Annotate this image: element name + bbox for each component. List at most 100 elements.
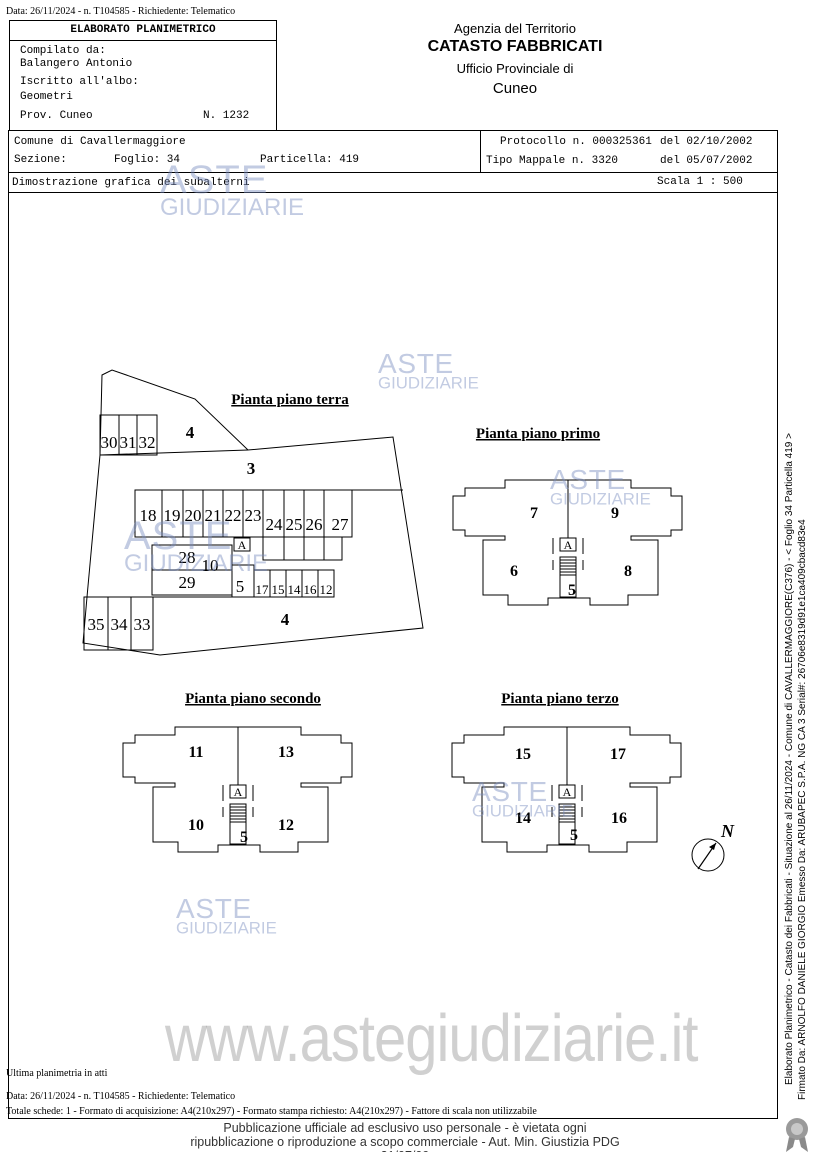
- plan-title-terzo: Pianta piano terzo: [501, 691, 619, 707]
- divider: [9, 40, 277, 41]
- unit-label: 15: [515, 746, 531, 763]
- watermark-text: ASTE: [550, 464, 626, 496]
- unit-label: 13: [278, 744, 294, 761]
- unit-label: 22: [225, 506, 242, 525]
- provincia: Prov. Cuneo: [20, 110, 93, 122]
- unit-label: 9: [611, 505, 619, 522]
- unit-label: 8: [624, 563, 632, 580]
- unit-label: 27: [332, 515, 350, 534]
- unit-label: 17: [610, 746, 626, 763]
- catasto-title: CATASTO FABBRICATI: [427, 38, 603, 55]
- protocollo-date: del 02/10/2002: [660, 136, 753, 148]
- dimostrazione-label: Dimostrazione grafica dei subalterni: [12, 177, 250, 189]
- watermark-text: GIUDIZIARIE: [124, 550, 269, 577]
- plan-title-terra: Pianta piano terra: [231, 392, 349, 408]
- unit-label: 23: [245, 506, 262, 525]
- unit-label: 12: [320, 582, 333, 597]
- compilato-value: Balangero Antonio: [20, 58, 133, 70]
- stair-label: 5: [570, 827, 578, 844]
- unit-label: 7: [530, 505, 538, 522]
- elaborato-title: ELABORATO PLANIMETRICO: [70, 24, 216, 36]
- unit-label: 11: [188, 744, 203, 761]
- unit-label: 31: [120, 433, 137, 452]
- north-arrow-icon: N: [691, 821, 735, 872]
- unit-label: 29: [179, 573, 196, 592]
- unit-label: 4: [186, 423, 195, 442]
- unit-label: 20: [185, 506, 202, 525]
- seal-icon: [786, 1118, 808, 1152]
- watermark-text: ASTE: [160, 158, 269, 202]
- divider: [480, 130, 481, 172]
- foglio: Foglio: 34: [114, 154, 181, 166]
- scale: Scala 1 : 500: [657, 176, 743, 188]
- watermark-text: ASTE: [472, 776, 548, 808]
- north-label: N: [720, 821, 735, 841]
- watermark-text: ASTE: [124, 514, 233, 558]
- notice-line: Pubblicazione ufficiale ad esclusivo uso…: [223, 1121, 587, 1135]
- unit-label: 3: [247, 459, 256, 478]
- albo-value: Geometri: [20, 91, 73, 103]
- side-info: Elaborato Planimetrico - Catasto dei Fab…: [784, 433, 795, 1085]
- main-frame: [8, 130, 778, 1119]
- watermark-url: www.astegiudiziarie.it: [165, 1001, 698, 1076]
- publication-notice: Pubblicazione ufficiale ad esclusivo uso…: [175, 1121, 635, 1152]
- watermark-text: GIUDIZIARIE: [176, 918, 277, 938]
- unit-label: 14: [515, 810, 531, 827]
- unit-label: 5: [236, 577, 245, 596]
- unit-label: 16: [304, 582, 318, 597]
- tipo-mappale-date: del 05/07/2002: [660, 155, 753, 167]
- unit-label: 24: [266, 515, 284, 534]
- unit-label: 33: [134, 615, 151, 634]
- footer-request-info: Data: 26/11/2024 - n. T104585 - Richiede…: [6, 1091, 236, 1102]
- watermark-text: ASTE: [378, 348, 454, 380]
- unit-label: 25: [286, 515, 303, 534]
- unit-label: 15: [272, 582, 285, 597]
- comune: Comune di Cavallermaggiore: [14, 136, 186, 148]
- footer-totale: Totale schede: 1 - Formato di acquisizio…: [6, 1106, 537, 1117]
- unit-label: 16: [611, 810, 627, 827]
- unit-label: 10: [202, 556, 219, 575]
- plan-title-primo: Pianta piano primo: [476, 426, 600, 442]
- unit-label: 12: [278, 817, 294, 834]
- second-floor-plan: Pianta piano secondo 11 13 10 12 5 A: [122, 691, 353, 853]
- unit-label: 17: [256, 582, 270, 597]
- protocollo: Protocollo n. 000325361: [500, 136, 652, 148]
- unit-label: 19: [164, 506, 181, 525]
- unit-label: 35: [88, 615, 105, 634]
- lift-label: A: [238, 538, 247, 552]
- first-floor-plan: Pianta piano primo 7 9 6 8 5 A: [452, 426, 683, 606]
- unit-label: 28: [179, 548, 196, 567]
- watermark-text: GIUDIZIARIE: [160, 194, 305, 221]
- albo-number: N. 1232: [203, 110, 250, 122]
- unit-label: 6: [510, 563, 518, 580]
- unit-label: 21: [205, 506, 222, 525]
- stair-label: 5: [568, 582, 576, 599]
- particella: Particella: 419: [260, 154, 360, 166]
- ufficio-label: Ufficio Provinciale di: [456, 61, 574, 76]
- watermark-text: GIUDIZIARIE: [472, 801, 573, 821]
- ultima-planimetria: Ultima planimetria in atti: [6, 1068, 108, 1079]
- tipo-mappale: Tipo Mappale n. 3320: [486, 155, 619, 167]
- ground-floor-plan: [82, 369, 424, 656]
- third-floor-plan: Pianta piano terzo 15 17 14 16 5 A: [451, 691, 682, 853]
- unit-label: 34: [111, 615, 129, 634]
- plan-title-secondo: Pianta piano secondo: [185, 691, 321, 707]
- lift-label: A: [563, 785, 572, 799]
- divider: [8, 192, 778, 193]
- divider: [8, 172, 778, 173]
- request-info: Data: 26/11/2024 - n. T104585 - Richiede…: [6, 6, 236, 17]
- unit-label: 10: [188, 817, 204, 834]
- side-signature: Firmato Da: ARNOLFO DANIELE GIORGIO Emes…: [797, 519, 808, 1100]
- watermark-text: GIUDIZIARIE: [378, 373, 479, 393]
- unit-label: 30: [101, 433, 118, 452]
- agency-name: Agenzia del Territorio: [454, 21, 576, 36]
- watermark-text: ASTE: [176, 893, 252, 925]
- unit-label: 26: [306, 515, 323, 534]
